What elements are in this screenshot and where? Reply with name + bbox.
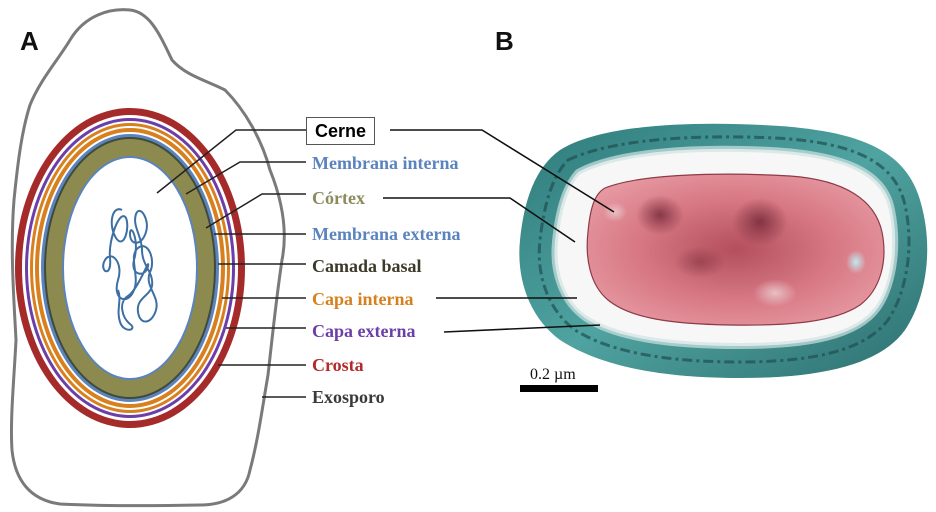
- core-region: [587, 174, 884, 325]
- scale-bar: [520, 385, 598, 392]
- core-area: [64, 158, 196, 378]
- panel-b-letter: B: [495, 26, 514, 57]
- micrograph: [516, 122, 936, 402]
- label-cortex: Córtex: [312, 187, 365, 209]
- label-inner-membrane: Membrana interna: [312, 152, 458, 174]
- panel-a-letter: A: [20, 26, 39, 57]
- label-outer-membrane: Membrana externa: [312, 223, 460, 245]
- label-crust: Crosta: [312, 354, 364, 376]
- label-outer-coat: Capa externa: [312, 320, 415, 342]
- label-basal-layer: Camada basal: [312, 255, 422, 277]
- scale-bar-label: 0.2 µm: [530, 366, 576, 384]
- label-core: Cerne: [306, 117, 375, 145]
- label-inner-coat: Capa interna: [312, 288, 414, 310]
- label-exosporium: Exosporo: [312, 386, 385, 408]
